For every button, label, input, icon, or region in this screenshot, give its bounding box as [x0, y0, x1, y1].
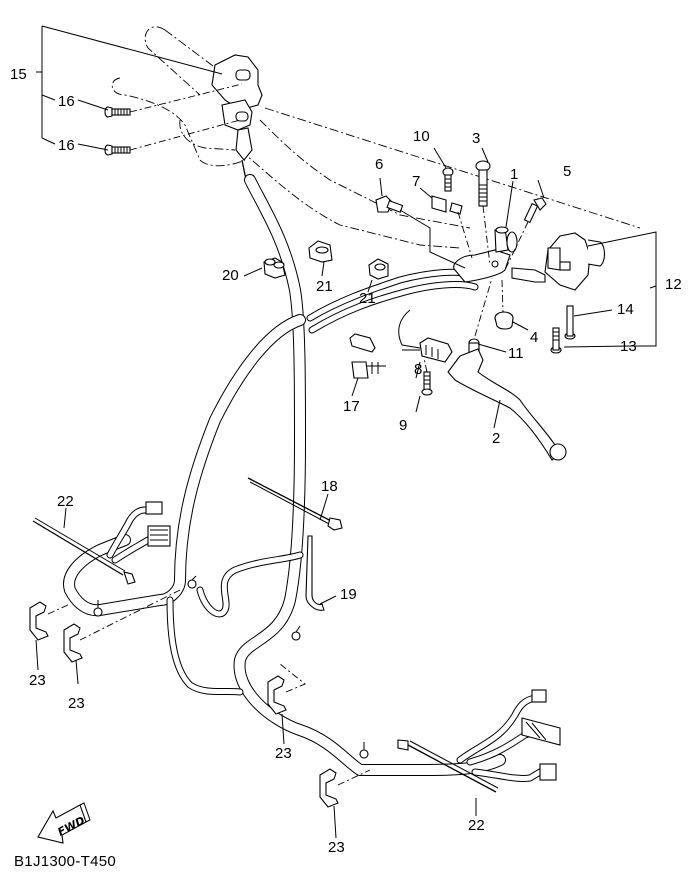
- clamp-21-right: [368, 258, 389, 280]
- callout-9: 9: [399, 417, 407, 434]
- harness-studs: [93, 575, 369, 759]
- callout-22-left: 22: [57, 493, 74, 510]
- fwd-direction-arrow: FWD: [37, 802, 91, 844]
- callout-7: 7: [412, 173, 420, 190]
- harness-branch-clutch: [306, 268, 479, 346]
- diagram-code: B1J1300-T450: [14, 853, 116, 870]
- callout-21-left: 21: [316, 278, 333, 295]
- callout-16-upper: 16: [58, 93, 75, 110]
- callout-21-right: 21: [359, 290, 376, 307]
- callout-17: 17: [343, 398, 360, 415]
- nut-4: [494, 279, 514, 330]
- callout-19: 19: [340, 586, 357, 603]
- callout-23-1: 23: [29, 672, 46, 689]
- callout-11: 11: [508, 345, 524, 362]
- screw-13: [550, 327, 562, 354]
- callout-23-4: 23: [328, 839, 345, 856]
- bolt-6: [375, 195, 466, 269]
- callout-3: 3: [472, 130, 480, 147]
- clip-19: [305, 535, 325, 611]
- clamp-23-3: [267, 663, 306, 715]
- screw-14: [564, 305, 576, 340]
- screw-9: [421, 357, 433, 396]
- connector-left-small: [145, 501, 163, 515]
- bolt-5: [504, 197, 547, 271]
- callout-2: 2: [492, 430, 500, 447]
- clutch-switch-8: [419, 337, 453, 363]
- callout-13: 13: [620, 338, 637, 355]
- wire-harness: [233, 174, 506, 776]
- cable-adjuster: [511, 267, 546, 283]
- callout-8: 8: [414, 361, 422, 378]
- right-handlebar-switch-12: [544, 232, 606, 291]
- harness-left-end: [106, 506, 152, 564]
- bolt-3: [475, 160, 491, 266]
- connector-left-large: [147, 525, 171, 547]
- callout-23-3: 23: [275, 745, 292, 762]
- callout-16-lower: 16: [58, 137, 75, 154]
- connector-right-small: [531, 689, 547, 703]
- leader-lines: [35, 147, 657, 839]
- callout-10: 10: [413, 128, 430, 145]
- clamp-23-1: [29, 601, 71, 641]
- callout-14: 14: [617, 301, 634, 318]
- screw-10: [442, 167, 454, 192]
- connector-right-large: [521, 717, 561, 746]
- callout-18: 18: [321, 478, 338, 495]
- callout-4: 4: [530, 329, 538, 346]
- cable-tie-18: [247, 477, 343, 531]
- callout-23-2: 23: [68, 695, 85, 712]
- callout-1: 1: [510, 166, 518, 183]
- clutch-switch-lead: [401, 344, 421, 351]
- clamp-20: [263, 257, 286, 279]
- handlebar-ghost-outline: [111, 26, 641, 249]
- harness-lower-loop: [166, 551, 304, 696]
- clamp-23-4: [319, 768, 371, 808]
- clamp-21-left: [308, 240, 333, 263]
- harness-branch-left: [63, 314, 306, 617]
- callout-bracket-15: [36, 25, 223, 151]
- connector-right-lower: [539, 763, 557, 781]
- callout-15: 15: [10, 66, 27, 83]
- clutch-lever-2: [447, 348, 567, 461]
- plate-7: [431, 195, 473, 259]
- callout-labels: 1 2 3 4 5 6 7 8 9 10 11 12 13 14 15 16 1…: [10, 66, 682, 856]
- callout-5: 5: [563, 163, 571, 180]
- screw-16-upper: [104, 83, 243, 118]
- callout-6: 6: [375, 156, 383, 173]
- band-22-left: [32, 517, 136, 585]
- callout-20: 20: [222, 267, 239, 284]
- screw-16-lower: [104, 119, 241, 156]
- clutch-lever-holder-1: [453, 226, 518, 283]
- clamp-23-2: [63, 589, 181, 663]
- callout-12: 12: [665, 276, 682, 293]
- band-22-right: [397, 739, 499, 793]
- clamp-17: [349, 333, 386, 379]
- callout-22-right: 22: [468, 817, 485, 834]
- left-handlebar-switch: [211, 54, 263, 191]
